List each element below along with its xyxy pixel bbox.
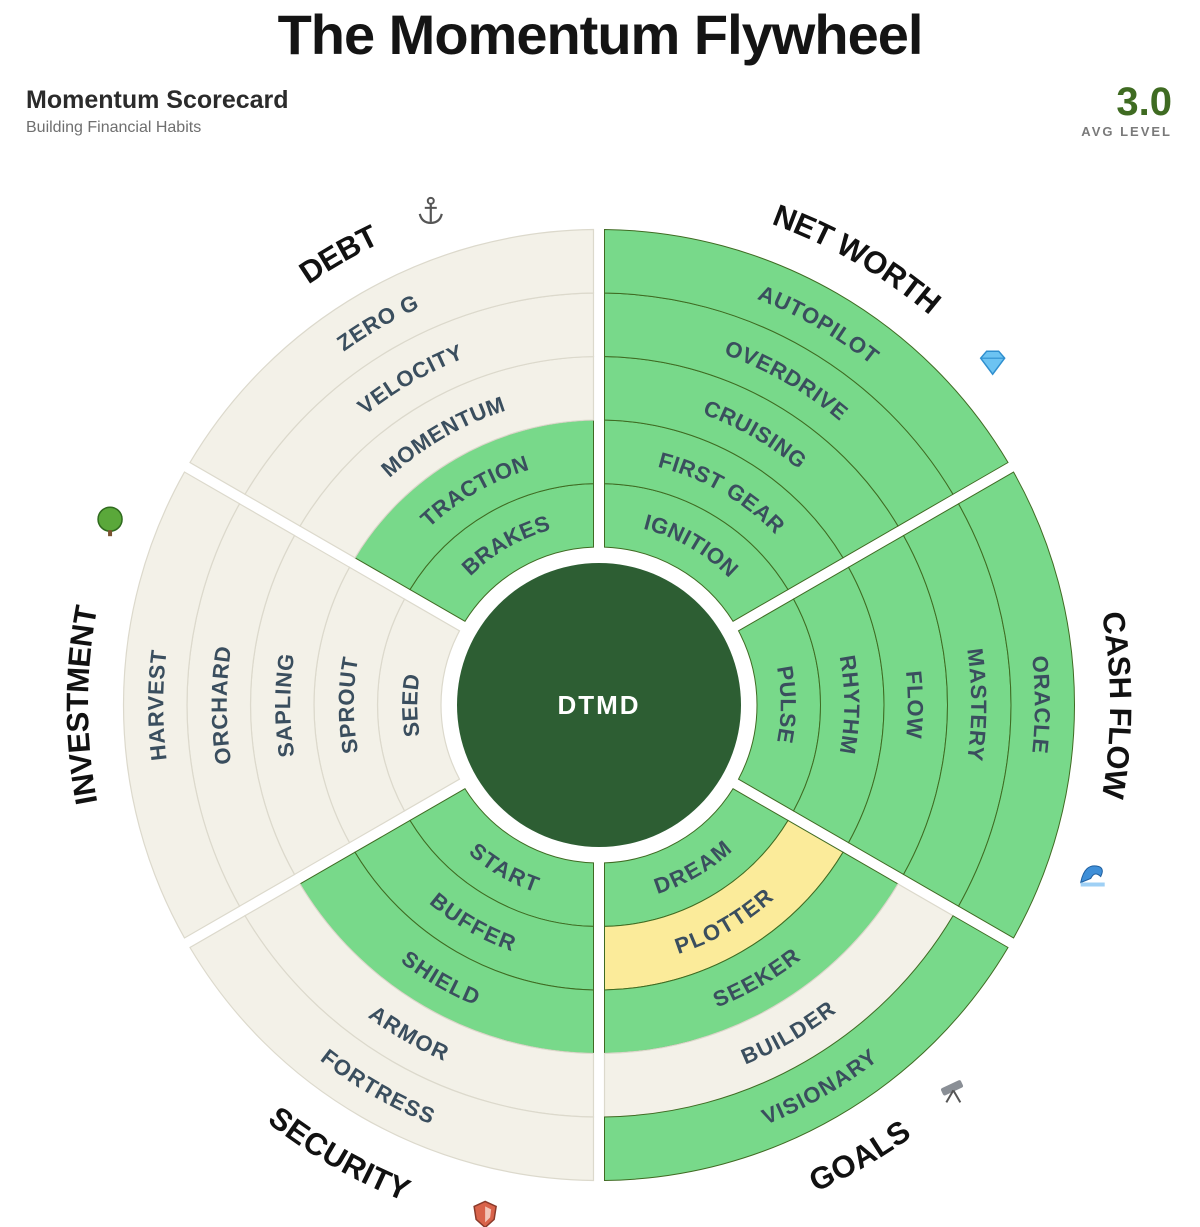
level-label-seed: SEED: [397, 672, 425, 739]
level-label-flow: FLOW: [902, 670, 929, 741]
level-segment-oracle[interactable]: [957, 471, 1075, 939]
telescope-icon: [941, 1080, 964, 1103]
level-segment-autopilot[interactable]: [604, 229, 1009, 495]
level-label-orchard: ORCHARD: [206, 644, 235, 766]
center-hub-label: DTMD: [557, 690, 640, 720]
avg-level-value: 3.0: [1116, 80, 1172, 124]
sector-investment: SEED SPROUT SAPLING ORCHARD HARVEST: [122, 471, 461, 939]
level-segment-harvest[interactable]: [122, 471, 241, 939]
level-label-mastery: MASTERY: [963, 647, 992, 764]
level-segment-visionary[interactable]: [604, 915, 1009, 1181]
wave-icon: [1080, 865, 1105, 887]
level-label-harvest: HARVEST: [143, 648, 171, 762]
scorecard-title: Momentum Scorecard: [26, 86, 289, 114]
level-segment-fortress[interactable]: [189, 914, 595, 1182]
category-label-investment: INVESTMENT: [59, 603, 103, 808]
level-label-oracle: ORACLE: [1028, 654, 1056, 755]
level-label-sprout: SPROUT: [333, 654, 363, 755]
category-label-debt: DEBT: [293, 218, 384, 290]
level-label-pulse: PULSE: [773, 664, 802, 746]
diamond-icon: [979, 350, 1006, 376]
scorecard-subtitle: Building Financial Habits: [26, 119, 202, 136]
level-label-sapling: SAPLING: [270, 651, 299, 759]
avg-level-score: 3.0 AVG LEVEL: [1081, 80, 1172, 139]
anchor-icon: [418, 196, 443, 224]
scorecard-header: Momentum Scorecard Building Financial Ha…: [26, 86, 289, 137]
category-label-cash-flow: CASH FLOW: [1095, 609, 1138, 802]
tree-icon: [97, 506, 123, 537]
shield-icon: [473, 1200, 497, 1227]
avg-level-label: AVG LEVEL: [1081, 124, 1172, 139]
level-segment-zero-g[interactable]: [189, 228, 595, 496]
center-hub[interactable]: [457, 563, 741, 847]
page-title: The Momentum Flywheel: [277, 3, 924, 66]
